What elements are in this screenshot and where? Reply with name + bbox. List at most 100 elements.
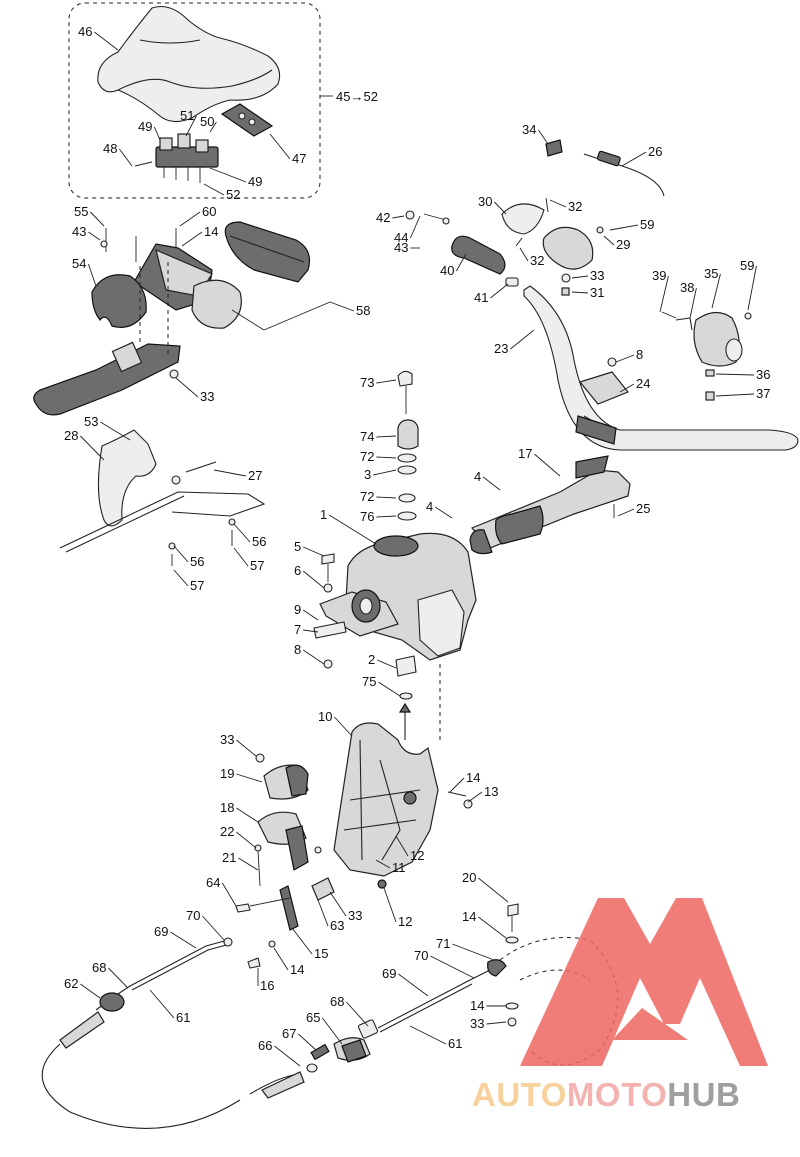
callout-label: 33	[470, 1016, 484, 1031]
callout-c26: 26	[621, 144, 662, 167]
callout-c31: 31	[571, 285, 604, 300]
throttle-cable	[545, 139, 665, 197]
callout-leader	[273, 947, 289, 971]
callout-c70a: 70	[186, 908, 225, 941]
callout-leader	[603, 235, 615, 246]
callout-label: 13	[484, 784, 498, 799]
callout-label: 33	[200, 389, 214, 404]
callout-label: 43	[72, 224, 86, 239]
callout-c56b: 56	[173, 545, 204, 569]
callout-c55: 55	[74, 204, 105, 227]
callout-label: 73	[360, 375, 374, 390]
callout-label: 46	[78, 24, 92, 39]
callout-c4a: 4	[474, 469, 501, 491]
callout-c39: 39	[652, 268, 669, 313]
callout-c11: 11	[375, 859, 406, 875]
callout-c76: 76	[360, 509, 397, 524]
callout-leader	[747, 265, 757, 311]
callout-leader	[298, 1033, 317, 1051]
callout-c69a: 69	[154, 924, 197, 949]
callout-c75: 75	[362, 674, 401, 697]
left-grip	[405, 197, 604, 296]
callout-leader	[376, 435, 397, 438]
callout-leader	[185, 115, 197, 137]
callout-c69b: 69	[382, 966, 429, 997]
callout-leader	[329, 301, 355, 312]
callout-label: 66	[258, 1038, 272, 1053]
callout-label: 70	[414, 948, 428, 963]
callout-c5: 5	[294, 539, 325, 557]
callout-label: 26	[648, 144, 662, 159]
callout-leader	[209, 121, 217, 133]
callout-label: 72	[360, 489, 374, 504]
callout-label: 67	[282, 1026, 296, 1041]
callout-c65: 65	[306, 1010, 343, 1045]
callout-leader	[233, 547, 249, 567]
callout-leader	[153, 126, 161, 141]
callout-leader	[392, 215, 405, 219]
callout-label: 56	[252, 534, 266, 549]
callout-leader	[329, 891, 347, 917]
callout-c51: 51	[180, 108, 197, 137]
watermark: AUTOMOTOHUB	[472, 898, 768, 1113]
callout-c62: 62	[64, 976, 101, 999]
callout-c14d: 14	[273, 947, 304, 977]
seat-base	[155, 133, 219, 183]
callout-label: 76	[360, 509, 374, 524]
callout-leader	[434, 506, 453, 519]
callout-label: 14	[470, 998, 484, 1013]
callout-label: 40	[440, 263, 454, 278]
callout-c10: 10	[318, 709, 353, 737]
callout-c59a: 59	[609, 217, 654, 232]
callout-label: 70	[186, 908, 200, 923]
callout-c36: 36	[715, 367, 770, 382]
callout-leader	[383, 887, 397, 923]
callout-leader	[534, 453, 561, 477]
callout-leader	[303, 546, 325, 557]
callout-label: 6	[294, 563, 301, 578]
callout-label: 32	[568, 199, 582, 214]
callout-c32b: 32	[519, 247, 544, 268]
callout-label: 12	[398, 914, 412, 929]
callout-c68a: 68	[92, 960, 129, 989]
right-housing	[661, 311, 752, 401]
callout-label: 75	[362, 674, 376, 689]
callout-leader	[149, 989, 175, 1019]
callout-c17: 17	[518, 446, 561, 477]
callout-c9: 9	[294, 602, 319, 621]
callout-leader	[494, 201, 507, 215]
callout-c72b: 72	[360, 489, 397, 504]
callout-c1: 1	[320, 507, 377, 545]
callout-leader	[409, 1025, 447, 1045]
callout-c24: 24	[619, 376, 650, 393]
callout-leader	[376, 379, 397, 384]
callout-leader	[689, 287, 697, 319]
callout-leader	[538, 129, 549, 145]
callout-leader	[456, 253, 467, 272]
callout-label: 62	[64, 976, 78, 991]
callout-c28: 28	[64, 428, 105, 461]
callout-label: 58	[356, 303, 370, 318]
callout-leader	[179, 211, 201, 227]
callout-c33c: 33	[220, 732, 257, 757]
callout-c27: 27	[213, 468, 262, 483]
mounting-bracket	[59, 429, 266, 566]
callout-label: 11	[392, 860, 406, 875]
callout-label: 14	[462, 909, 476, 924]
callout-c63: 63	[317, 899, 344, 933]
handlebar-clamp	[578, 357, 629, 405]
callout-label: 48	[103, 141, 117, 156]
callout-label: 34	[522, 122, 536, 137]
callout-leader	[322, 1017, 343, 1045]
callout-label: 5	[294, 539, 301, 554]
callout-label: 50	[200, 114, 214, 129]
callout-leader	[236, 773, 263, 783]
callout-leader	[377, 659, 397, 669]
callout-c6: 6	[294, 563, 325, 589]
callout-label: 36	[756, 367, 770, 382]
callout-c49b: 49	[209, 167, 262, 189]
callout-leader	[181, 231, 203, 247]
callout-label: 30	[478, 194, 492, 209]
callout-label: 55	[74, 204, 88, 219]
callout-leader	[90, 211, 105, 227]
